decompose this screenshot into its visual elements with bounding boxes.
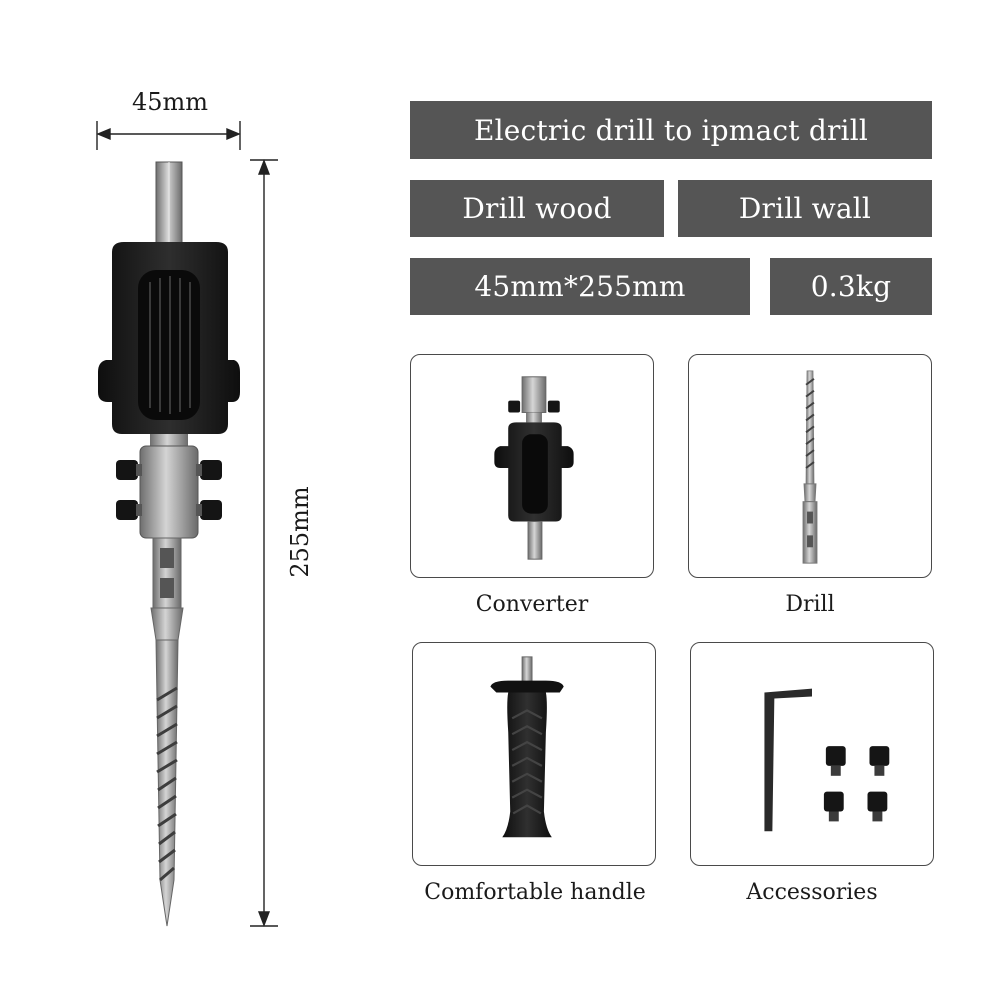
title-text: Electric drill to ipmact drill	[473, 113, 869, 147]
converter-image	[494, 376, 574, 560]
handle-image	[490, 656, 564, 838]
drill-caption: Drill	[785, 592, 835, 617]
handle-caption: Comfortable handle	[424, 880, 646, 905]
handle-card	[412, 642, 656, 866]
accessories-card	[690, 642, 934, 866]
use-wall-bar: Drill wall	[678, 180, 932, 237]
weight-text: 0.3kg	[810, 270, 892, 303]
weight-bar: 0.3kg	[770, 258, 932, 315]
accessories-image	[764, 688, 890, 832]
converter-caption: Converter	[475, 592, 589, 617]
use-wood-text: Drill wood	[462, 192, 612, 225]
accessories-caption: Accessories	[746, 880, 878, 905]
height-dimension-label: 255mm	[286, 486, 314, 578]
width-dimension-line	[96, 121, 241, 150]
assembled-tool-illustration	[96, 121, 278, 927]
drill-card	[688, 354, 932, 578]
use-wood-bar: Drill wood	[410, 180, 664, 237]
size-text: 45mm*255mm	[474, 270, 686, 303]
use-wall-text: Drill wall	[738, 192, 872, 225]
height-dimension-line	[250, 159, 278, 927]
size-bar: 45mm*255mm	[410, 258, 750, 315]
converter-card	[410, 354, 654, 578]
title-bar: Electric drill to ipmact drill	[410, 101, 932, 159]
width-dimension-label: 45mm	[131, 88, 209, 116]
drill-bit-image	[802, 370, 818, 564]
